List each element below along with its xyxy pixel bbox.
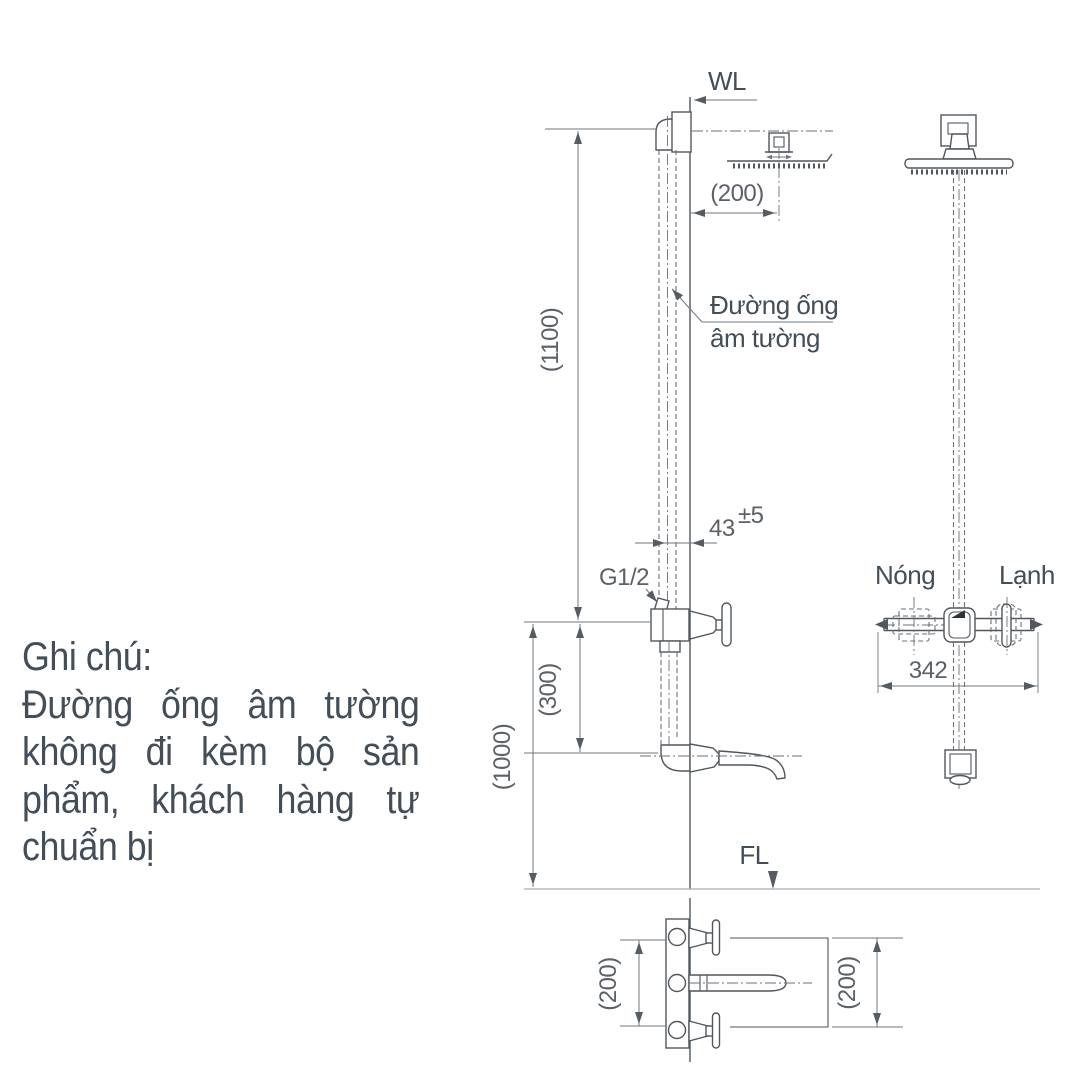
dim-200-top-label: (200) — [710, 180, 764, 207]
plan-top-handle-bar — [711, 919, 721, 956]
concealed-pipe-upper — [658, 150, 677, 609]
note-block: Ghi chú: Đường ống âm tường không đi kèm… — [22, 634, 420, 872]
connector-width-arrows — [766, 154, 792, 160]
cold-label: Lạnh — [999, 560, 1055, 590]
valve-outlet-stub — [659, 640, 681, 653]
mixer-body-detail — [948, 611, 971, 639]
head-stem-base — [942, 148, 977, 160]
elbow-fitting — [655, 118, 674, 151]
thread-size-label: G1/2 — [599, 564, 649, 591]
mixer-body — [943, 607, 976, 643]
elbow-flange — [671, 111, 692, 153]
dim-300-label: (300) — [535, 663, 562, 717]
head-connector-detail — [773, 136, 785, 148]
concealed-pipe-lower — [660, 652, 678, 744]
plan-hot-union — [667, 927, 687, 947]
note-line: Đường ống âm tường — [22, 682, 420, 727]
spout-escutcheon — [689, 743, 720, 773]
note-heading: Ghi chú: — [22, 635, 152, 679]
outlet-fitting-detail — [949, 753, 972, 775]
dim-plan-left-label: (200) — [595, 957, 622, 1011]
g12-leader — [645, 588, 658, 603]
wall-line-label: WL — [708, 66, 746, 96]
dim-342-label: 342 — [909, 657, 948, 684]
pipe-callout-line2: âm tường — [710, 323, 820, 353]
plan-bottom-handle-bar — [711, 1012, 721, 1049]
drawing-labels: WL FL (200) Đường ống âm tường (1100) 43… — [489, 66, 1055, 1011]
plan-bottom-handle-cone — [688, 1020, 709, 1042]
cold-handle-front — [1001, 603, 1012, 648]
plan-top-handle-cone — [688, 927, 709, 949]
note-line: phẩm, khách hàng tự — [22, 777, 420, 822]
note-line: không đi kèm bộ sản — [22, 730, 420, 774]
riser-pipe-front — [952, 170, 966, 750]
pipe-callout-leader — [671, 288, 703, 323]
plan-view — [665, 918, 829, 1049]
hot-label: Nóng — [875, 560, 935, 590]
plan-spout-union — [667, 973, 687, 993]
plan-envelope-box — [730, 937, 829, 1028]
dim-plan-right-label: (200) — [834, 956, 861, 1010]
valve-escutcheon-side — [689, 610, 719, 640]
diverter-lever — [951, 610, 965, 618]
handle-hub-side — [715, 619, 723, 631]
front-view — [875, 114, 1043, 792]
shower-head-side — [727, 153, 833, 162]
pipe-callout-line1: Đường ống — [710, 290, 838, 320]
dim-43-label: 43 — [709, 515, 735, 542]
floor-line-marker — [768, 871, 778, 889]
cross-handle-side — [721, 602, 732, 647]
plan-cold-union — [667, 1020, 687, 1040]
note-line: chuẩn bị — [22, 825, 154, 869]
shower-head-front — [904, 158, 1014, 169]
dimension-lines — [524, 128, 1039, 1028]
hot-valve-centerlines — [884, 597, 946, 655]
side-view — [524, 96, 1040, 1062]
dim-1000-label: (1000) — [489, 724, 516, 790]
floor-line-label: FL — [739, 840, 768, 870]
spout-body — [718, 750, 786, 780]
outlet-collar — [949, 774, 971, 786]
spout-elbow — [660, 744, 691, 772]
dim-1100-label: (1100) — [537, 308, 564, 373]
valve-body-side — [650, 608, 690, 642]
head-stem — [949, 133, 970, 150]
dim-43-tolerance: ±5 — [738, 502, 764, 529]
